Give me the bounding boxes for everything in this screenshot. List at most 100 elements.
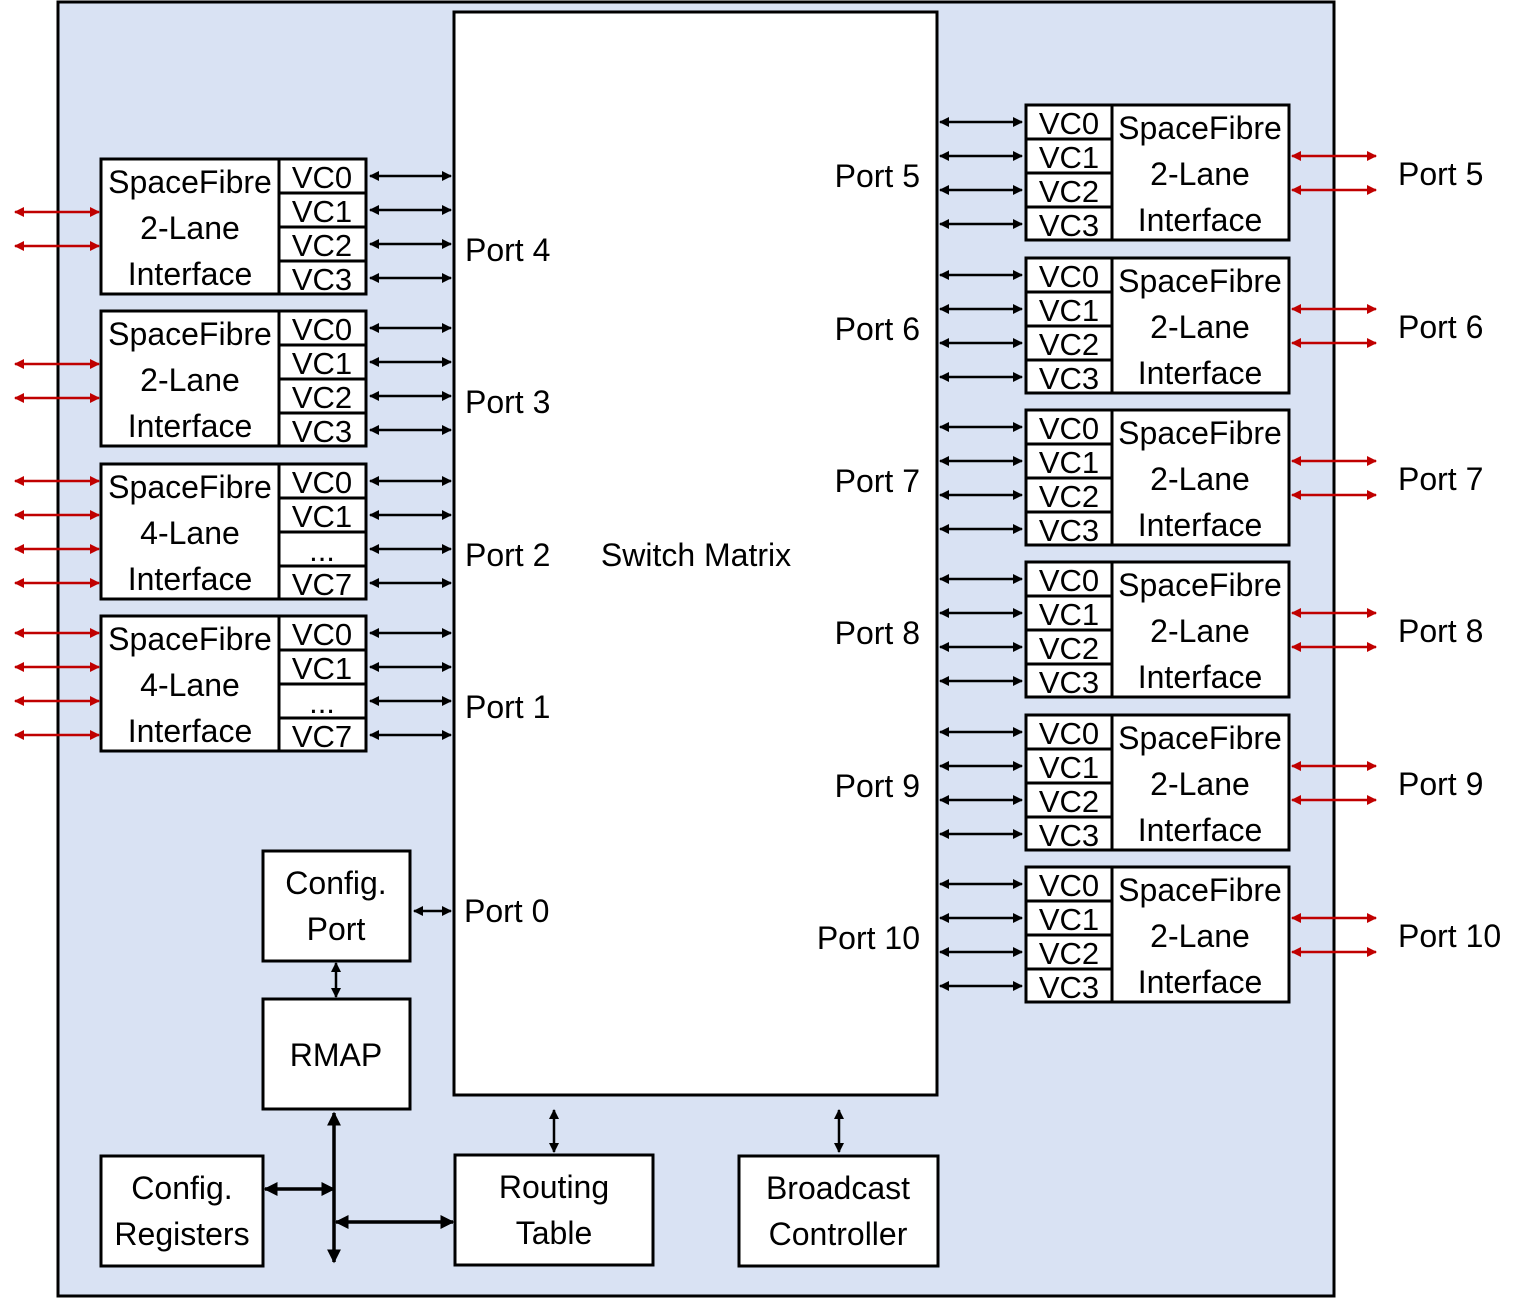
broadcast-controller-label-line1: Broadcast xyxy=(766,1170,910,1206)
vc-label: VC0 xyxy=(1039,411,1099,446)
interface-label-name: SpaceFibre xyxy=(108,621,272,657)
interface-label-suffix: Interface xyxy=(1138,202,1263,238)
vc-label: VC1 xyxy=(1039,597,1099,632)
vc-label: VC2 xyxy=(1039,631,1099,666)
interface-label-suffix: Interface xyxy=(1138,355,1263,391)
vc-label: VC1 xyxy=(1039,445,1099,480)
config-port-label-line1: Config. xyxy=(285,865,386,901)
port-label: Port 8 xyxy=(835,615,920,651)
interface-label-lanes: 2-Lane xyxy=(140,210,240,246)
interface-label-name: SpaceFibre xyxy=(1118,263,1282,299)
port-label: Port 3 xyxy=(465,384,550,420)
interface-block-right-4: SpaceFibre2-LaneInterfaceVC0VC1VC2VC3Por… xyxy=(835,713,1483,853)
vc-label: VC0 xyxy=(1039,868,1099,903)
port-label: Port 6 xyxy=(835,311,920,347)
interface-label-suffix: Interface xyxy=(128,256,253,292)
outer-port-label: Port 8 xyxy=(1398,613,1483,649)
interface-label-suffix: Interface xyxy=(128,561,253,597)
routing-table-block: Routing Table xyxy=(453,1153,655,1267)
interface-block-right-5: SpaceFibre2-LaneInterfaceVC0VC1VC2VC3Por… xyxy=(817,865,1501,1005)
left-interfaces: SpaceFibre2-LaneInterfaceVC0VC1VC2VC3Por… xyxy=(14,157,550,754)
vc-label: VC3 xyxy=(292,262,352,297)
port-label: Port 9 xyxy=(835,768,920,804)
interface-block-left-2: SpaceFibre4-LaneInterfaceVC0VC1...VC7Por… xyxy=(14,462,550,602)
interface-label-name: SpaceFibre xyxy=(1118,110,1282,146)
vc-label: VC1 xyxy=(1039,750,1099,785)
interface-label-lanes: 2-Lane xyxy=(1150,156,1250,192)
broadcast-controller-block: Broadcast Controller xyxy=(737,1154,940,1268)
config-registers-label-line1: Config. xyxy=(131,1170,232,1206)
vc-label: VC3 xyxy=(1039,818,1099,853)
vc-label: VC0 xyxy=(292,312,352,347)
vc-label: VC2 xyxy=(1039,479,1099,514)
vc-label: VC3 xyxy=(1039,208,1099,243)
right-interfaces: SpaceFibre2-LaneInterfaceVC0VC1VC2VC3Por… xyxy=(817,103,1501,1005)
interface-label-name: SpaceFibre xyxy=(108,316,272,352)
vc-label: VC1 xyxy=(1039,140,1099,175)
interface-label-name: SpaceFibre xyxy=(1118,567,1282,603)
outer-port-label: Port 7 xyxy=(1398,461,1483,497)
interface-label-suffix: Interface xyxy=(1138,659,1263,695)
vc-label: VC0 xyxy=(1039,716,1099,751)
interface-block-right-2: SpaceFibre2-LaneInterfaceVC0VC1VC2VC3Por… xyxy=(835,408,1483,548)
vc-label: ... xyxy=(309,533,335,568)
port-label: Port 4 xyxy=(465,232,550,268)
vc-label: VC3 xyxy=(1039,970,1099,1005)
interface-label-name: SpaceFibre xyxy=(1118,872,1282,908)
port-label: Port 10 xyxy=(817,920,920,956)
rmap-block: RMAP xyxy=(261,997,412,1111)
port-label: Port 1 xyxy=(465,689,550,725)
vc-label: VC2 xyxy=(1039,327,1099,362)
interface-block-left-1: SpaceFibre2-LaneInterfaceVC0VC1VC2VC3Por… xyxy=(14,309,550,449)
interface-label-lanes: 2-Lane xyxy=(1150,613,1250,649)
outer-port-label: Port 5 xyxy=(1398,156,1483,192)
config-port-block: Config. Port xyxy=(261,849,412,963)
rmap-label: RMAP xyxy=(290,1037,382,1073)
vc-label: VC2 xyxy=(292,380,352,415)
vc-label: VC3 xyxy=(1039,665,1099,700)
config-registers-label-line2: Registers xyxy=(114,1216,249,1252)
vc-label: VC0 xyxy=(1039,259,1099,294)
vc-label: VC0 xyxy=(292,617,352,652)
interface-label-name: SpaceFibre xyxy=(1118,720,1282,756)
config-registers-block: Config. Registers xyxy=(99,1154,265,1268)
outer-port-label: Port 9 xyxy=(1398,766,1483,802)
interface-label-lanes: 2-Lane xyxy=(1150,766,1250,802)
port-label: Port 7 xyxy=(835,463,920,499)
vc-label: VC2 xyxy=(1039,174,1099,209)
broadcast-controller-label-line2: Controller xyxy=(769,1216,908,1252)
interface-label-name: SpaceFibre xyxy=(108,469,272,505)
vc-label: VC3 xyxy=(1039,513,1099,548)
routing-table-label-line1: Routing xyxy=(499,1169,609,1205)
interface-label-lanes: 4-Lane xyxy=(140,515,240,551)
outer-port-label: Port 6 xyxy=(1398,309,1483,345)
vc-label: VC0 xyxy=(1039,563,1099,598)
interface-block-left-3: SpaceFibre4-LaneInterfaceVC0VC1...VC7Por… xyxy=(14,614,550,754)
outer-port-label: Port 10 xyxy=(1398,918,1501,954)
vc-label: VC3 xyxy=(292,414,352,449)
vc-label: VC1 xyxy=(292,651,352,686)
interface-label-suffix: Interface xyxy=(1138,964,1263,1000)
interface-label-lanes: 2-Lane xyxy=(1150,918,1250,954)
port-0-label: Port 0 xyxy=(464,893,549,929)
interface-label-name: SpaceFibre xyxy=(1118,415,1282,451)
vc-label: VC2 xyxy=(1039,784,1099,819)
routing-table-label-line2: Table xyxy=(516,1215,593,1251)
vc-label: VC1 xyxy=(292,346,352,381)
vc-label: VC7 xyxy=(292,719,352,754)
interface-label-lanes: 2-Lane xyxy=(140,362,240,398)
interface-label-suffix: Interface xyxy=(128,713,253,749)
interface-label-lanes: 4-Lane xyxy=(140,667,240,703)
vc-label: VC1 xyxy=(292,194,352,229)
vc-label: VC0 xyxy=(1039,106,1099,141)
interface-label-name: SpaceFibre xyxy=(108,164,272,200)
interface-label-lanes: 2-Lane xyxy=(1150,309,1250,345)
switch-matrix: Switch Matrix xyxy=(452,10,939,1097)
vc-label: VC0 xyxy=(292,465,352,500)
vc-label: VC1 xyxy=(292,499,352,534)
vc-label: VC3 xyxy=(1039,361,1099,396)
interface-block-right-1: SpaceFibre2-LaneInterfaceVC0VC1VC2VC3Por… xyxy=(835,256,1483,396)
interface-label-lanes: 2-Lane xyxy=(1150,461,1250,497)
